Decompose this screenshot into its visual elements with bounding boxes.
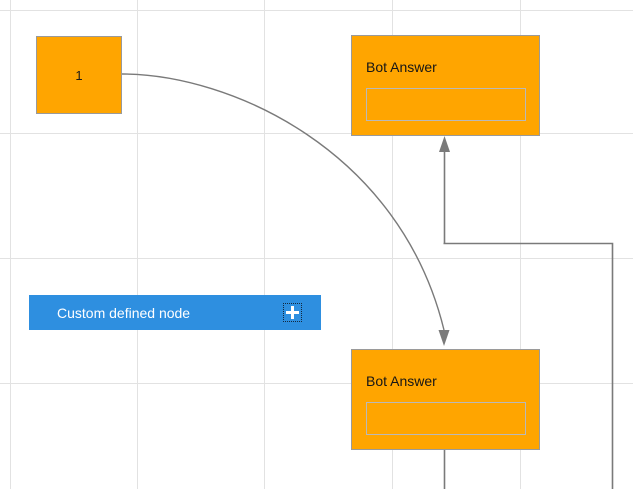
bot-answer-slot[interactable] [366,88,526,121]
custom-defined-node-bar[interactable]: Custom defined node [29,295,321,330]
node-start[interactable]: 1 [36,36,122,114]
custom-defined-node-label: Custom defined node [57,304,191,321]
node-bot-answer-bottom[interactable]: Bot Answer [351,349,540,450]
bot-answer-title: Bot Answer [366,59,437,75]
bot-answer-slot[interactable] [366,402,526,435]
node-bot-answer-top[interactable]: Bot Answer [351,35,540,136]
vertical-connector-to-top [439,136,450,243]
node-start-label: 1 [75,67,83,83]
plus-glyph [286,306,299,319]
bot-answer-title: Bot Answer [366,373,437,389]
plus-icon[interactable] [283,303,302,322]
